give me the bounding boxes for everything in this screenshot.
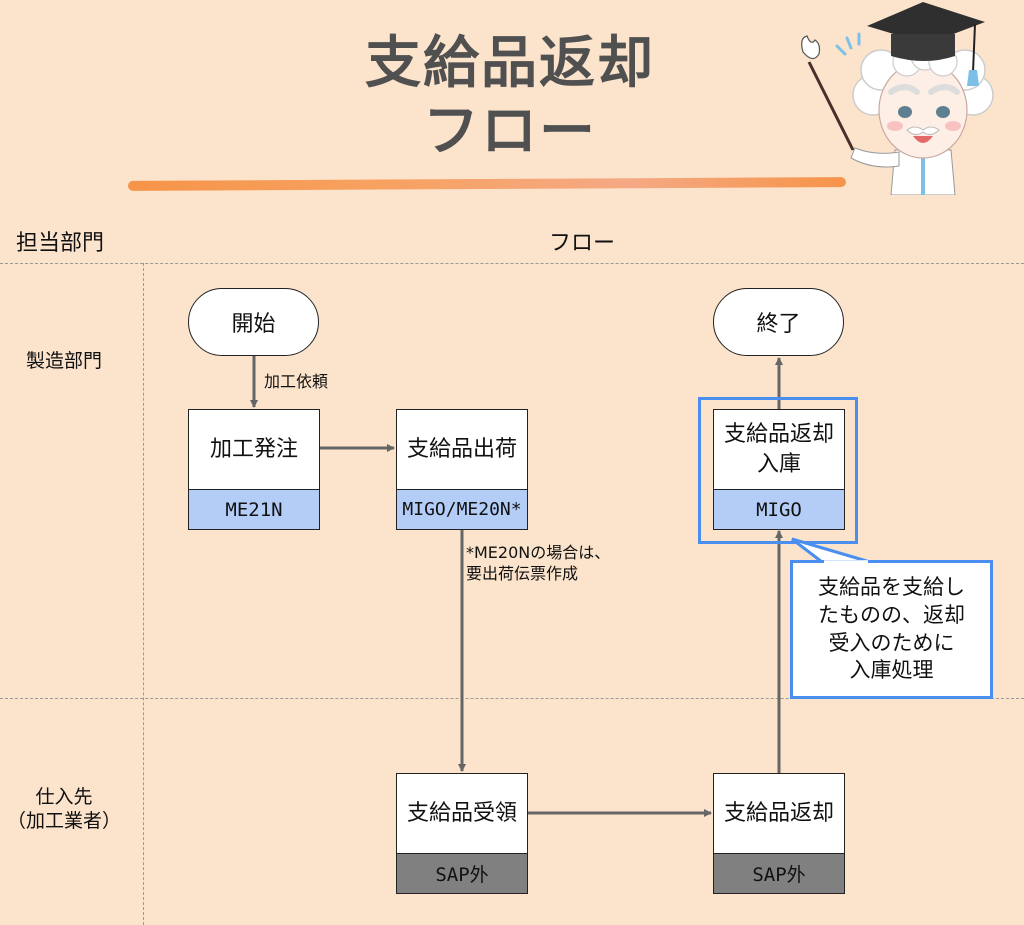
column-divider <box>143 263 144 925</box>
shipment-footnote-line2: 要出荷伝票作成 <box>466 563 579 583</box>
system-outside-sap-return: SAP外 <box>714 853 844 893</box>
professor-illustration <box>801 2 994 195</box>
title-underline-brush <box>127 177 847 191</box>
process-processing-order: 加工発注 ME21N <box>188 409 320 530</box>
process-return-receipt-label: 支給品返却 入庫 <box>714 410 844 489</box>
process-return-receipt: 支給品返却 入庫 MIGO <box>713 409 845 530</box>
lane-divider <box>0 698 1024 699</box>
process-return-receipt-line2: 入庫 <box>756 451 801 477</box>
shipment-footnote-line1: *ME20Nの場合は、 <box>466 543 611 562</box>
header-divider <box>0 263 1024 264</box>
tcode-migo-me20n: MIGO/ME20N* <box>397 489 527 529</box>
end-node-label: 終了 <box>756 312 801 337</box>
lane-label-manufacturing: 製造部門 <box>25 350 102 372</box>
tcode-migo: MIGO <box>714 489 844 529</box>
lane-label-supplier: 仕入先 （加工業者） <box>0 786 128 834</box>
callout-line4: 入庫処理 <box>849 658 934 683</box>
shipment-footnote: *ME20Nの場合は、 要出荷伝票作成 <box>466 543 610 585</box>
pointer-stick-icon <box>801 35 855 151</box>
flow-column-header: フロー <box>549 231 616 256</box>
end-node: 終了 <box>713 288 844 356</box>
graduation-cap-icon <box>867 2 985 86</box>
sweat-marks-icon <box>835 32 861 56</box>
process-material-receipt-label: 支給品受領 <box>406 800 517 826</box>
system-outside-sap-receipt: SAP外 <box>397 853 527 893</box>
process-material-return: 支給品返却 SAP外 <box>713 773 845 894</box>
callout-line3: 受入のために <box>828 630 955 655</box>
process-return-receipt-line1: 支給品返却 <box>723 421 834 447</box>
tcode-me21n: ME21N <box>189 489 319 529</box>
page-title-line2: フロー <box>423 99 597 164</box>
edge-label-processing-request: 加工依頼 <box>264 372 329 391</box>
process-processing-order-label: 加工発注 <box>209 436 298 462</box>
start-node-label: 開始 <box>231 312 276 337</box>
callout-note: 支給品を支給し たものの、返却 受入のために 入庫処理 <box>790 560 993 699</box>
callout-line2: たものの、返却 <box>818 602 965 627</box>
highlight-frame <box>698 397 858 544</box>
callout-line1: 支給品を支給し <box>818 575 965 600</box>
process-material-shipment-label: 支給品出荷 <box>406 436 517 462</box>
lane-label-supplier-line1: 仕入先 <box>35 786 93 808</box>
page-title-line1: 支給品返却 <box>365 31 655 96</box>
process-material-receipt: 支給品受領 SAP外 <box>396 773 528 894</box>
process-material-shipment: 支給品出荷 MIGO/ME20N* <box>396 409 528 530</box>
start-node: 開始 <box>188 288 319 356</box>
lane-label-supplier-line2: （加工業者） <box>6 809 121 832</box>
department-column-header: 担当部門 <box>16 231 105 256</box>
process-material-return-label: 支給品返却 <box>723 800 834 826</box>
